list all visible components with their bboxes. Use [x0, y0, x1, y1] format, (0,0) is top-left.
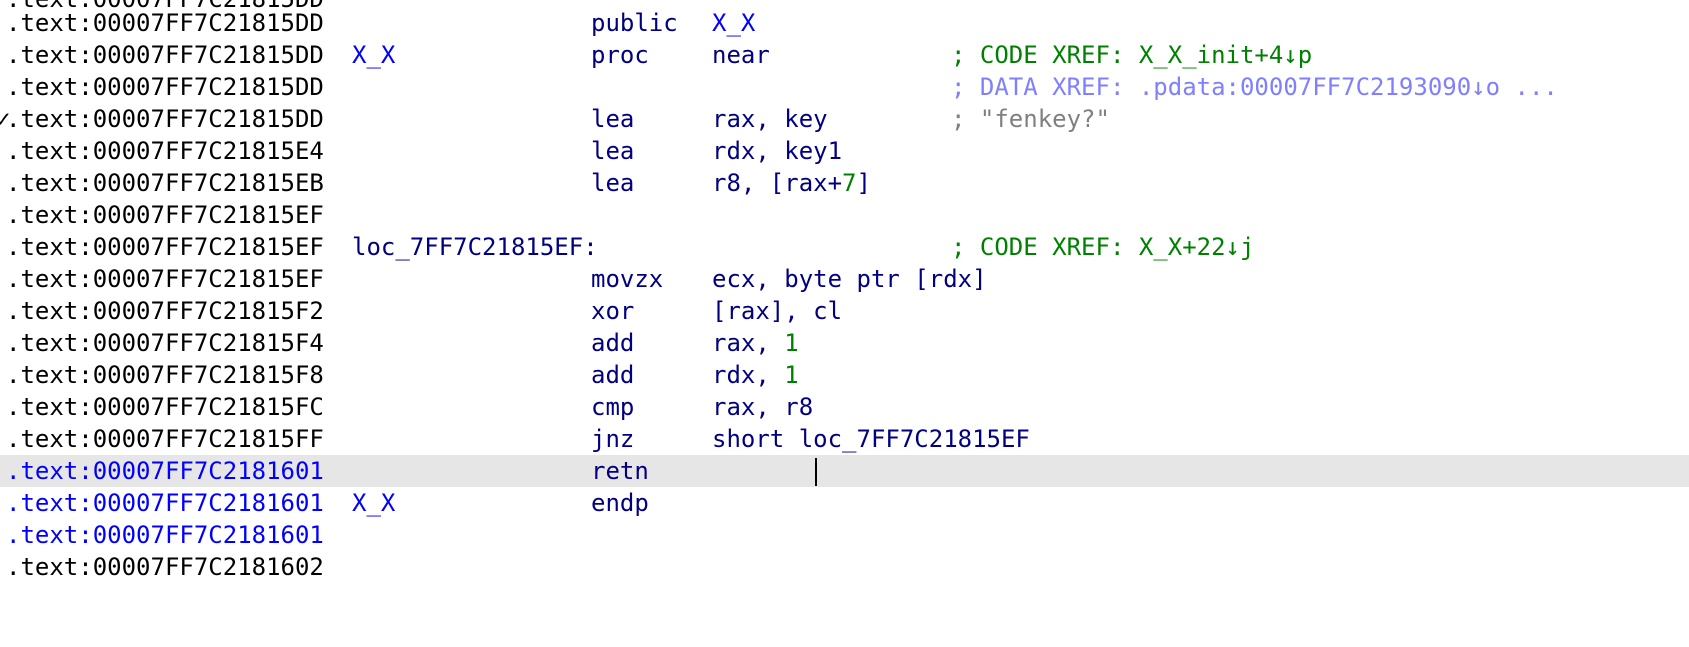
instruction-operands[interactable]: X_X — [712, 9, 756, 37]
instruction-mnemonic: lea — [591, 137, 635, 165]
instruction-operands: rax, 1 — [712, 327, 799, 359]
line-address: .text:00007FF7C21815FF — [6, 425, 324, 453]
disasm-line[interactable]: .text:00007FF7C21815DD X_X proc near ; C… — [0, 39, 1689, 71]
operand-text: rdx, — [712, 361, 785, 389]
breakpoint-tick: ✓ — [0, 105, 11, 133]
instruction-mnemonic: cmp — [591, 393, 635, 421]
function-name-label[interactable]: X_X — [352, 41, 396, 69]
line-address: .text:00007FF7C2181602 — [6, 553, 324, 581]
instruction-operands[interactable]: r8, [rax+7] — [712, 167, 871, 199]
line-address: .text:00007FF7C2181601 — [6, 489, 324, 517]
text-cursor — [815, 458, 817, 486]
immediate-value: 1 — [784, 329, 799, 357]
disasm-line[interactable]: .text:00007FF7C2181601 X_X endp — [0, 487, 1689, 519]
line-address: .text:00007FF7C2181601 — [6, 457, 324, 485]
instruction-operands[interactable]: rax, key — [712, 105, 828, 133]
line-address: .text:00007FF7C21815DD — [6, 41, 324, 69]
current-disasm-line[interactable]: .text:00007FF7C2181601 retn — [0, 455, 1689, 487]
line-address: .text:00007FF7C21815E4 — [6, 137, 324, 165]
line-address: .text:00007FF7C2181601 — [6, 521, 324, 549]
instruction-mnemonic: public — [591, 9, 678, 37]
instruction-mnemonic: add — [591, 361, 635, 389]
ida-disassembly-view[interactable]: .text:00007FF7C21815DD .text:00007FF7C21… — [0, 0, 1689, 582]
instruction-operands: ecx, byte ptr [rdx] — [712, 265, 987, 293]
disasm-line[interactable]: .text:00007FF7C21815E4 lea rdx, key1 — [0, 135, 1689, 167]
instruction-operands: [rax], cl — [712, 297, 843, 325]
immediate-value: 1 — [784, 361, 799, 389]
instruction-mnemonic: xor — [591, 297, 635, 325]
line-address: .text:00007FF7C21815EF — [6, 201, 324, 229]
operand-text: rax, — [712, 329, 785, 357]
instruction-operands: near — [712, 41, 770, 69]
operand-text: ] — [856, 169, 871, 197]
line-address: .text:00007FF7C21815EB — [6, 169, 324, 197]
disasm-line[interactable]: .text:00007FF7C21815FF jnz short loc_7FF… — [0, 423, 1689, 455]
operand-text: r8, [rax+ — [712, 169, 843, 197]
line-address: .text:00007FF7C21815F4 — [6, 329, 324, 357]
disasm-line[interactable]: .text:00007FF7C21815F2 xor [rax], cl — [0, 295, 1689, 327]
line-address: .text:00007FF7C21815DD — [6, 73, 324, 101]
disasm-line[interactable]: ✓ .text:00007FF7C21815DD lea rax, key ; … — [0, 103, 1689, 135]
line-address: .text:00007FF7C21815EF — [6, 265, 324, 293]
disasm-line[interactable]: .text:00007FF7C21815EF movzx ecx, byte p… — [0, 263, 1689, 295]
disasm-line[interactable]: .text:00007FF7C2181602 — [0, 551, 1689, 583]
instruction-operands: rax, r8 — [712, 393, 814, 421]
disasm-line[interactable]: .text:00007FF7C21815FC cmp rax, r8 — [0, 391, 1689, 423]
code-xref-comment[interactable]: ; CODE XREF: X_X+22↓j — [951, 233, 1255, 261]
immediate-value: 7 — [842, 169, 857, 197]
instruction-operands[interactable]: rdx, key1 — [712, 137, 843, 165]
instruction-mnemonic: movzx — [591, 265, 664, 293]
disasm-line[interactable]: .text:00007FF7C21815DD public X_X — [0, 7, 1689, 39]
location-label[interactable]: loc_7FF7C21815EF: — [352, 233, 598, 261]
line-address: .text:00007FF7C21815DD — [6, 0, 324, 15]
instruction-mnemonic: endp — [591, 489, 649, 517]
data-xref-comment[interactable]: ; DATA XREF: .pdata:00007FF7C2193090↓o .… — [951, 73, 1558, 101]
string-comment: ; "fenkey?" — [951, 105, 1110, 133]
code-xref-comment[interactable]: ; CODE XREF: X_X_init+4↓p — [951, 41, 1313, 69]
disasm-line[interactable]: .text:00007FF7C2181601 — [0, 519, 1689, 551]
line-address: .text:00007FF7C21815DD — [6, 105, 324, 133]
line-address: .text:00007FF7C21815DD — [6, 9, 324, 37]
function-name-label[interactable]: X_X — [352, 489, 396, 517]
instruction-mnemonic: lea — [591, 169, 635, 197]
instruction-mnemonic: lea — [591, 105, 635, 133]
disasm-line[interactable]: .text:00007FF7C21815EF — [0, 199, 1689, 231]
disasm-line[interactable]: .text:00007FF7C21815DD — [0, 0, 1689, 15]
instruction-operands: rdx, 1 — [712, 359, 799, 391]
disasm-line[interactable]: .text:00007FF7C21815F8 add rdx, 1 — [0, 359, 1689, 391]
line-address: .text:00007FF7C21815F8 — [6, 361, 324, 389]
disasm-line[interactable]: .text:00007FF7C21815EF loc_7FF7C21815EF:… — [0, 231, 1689, 263]
line-address: .text:00007FF7C21815EF — [6, 233, 324, 261]
disasm-line[interactable]: .text:00007FF7C21815DD ; DATA XREF: .pda… — [0, 71, 1689, 103]
jump-target-operand[interactable]: short loc_7FF7C21815EF — [712, 425, 1030, 453]
instruction-mnemonic: proc — [591, 41, 649, 69]
instruction-mnemonic: retn — [591, 457, 649, 485]
instruction-mnemonic: add — [591, 329, 635, 357]
instruction-mnemonic: jnz — [591, 425, 635, 453]
disasm-line[interactable]: .text:00007FF7C21815EB lea r8, [rax+7] — [0, 167, 1689, 199]
disasm-line[interactable]: .text:00007FF7C21815F4 add rax, 1 — [0, 327, 1689, 359]
line-address: .text:00007FF7C21815FC — [6, 393, 324, 421]
line-address: .text:00007FF7C21815F2 — [6, 297, 324, 325]
